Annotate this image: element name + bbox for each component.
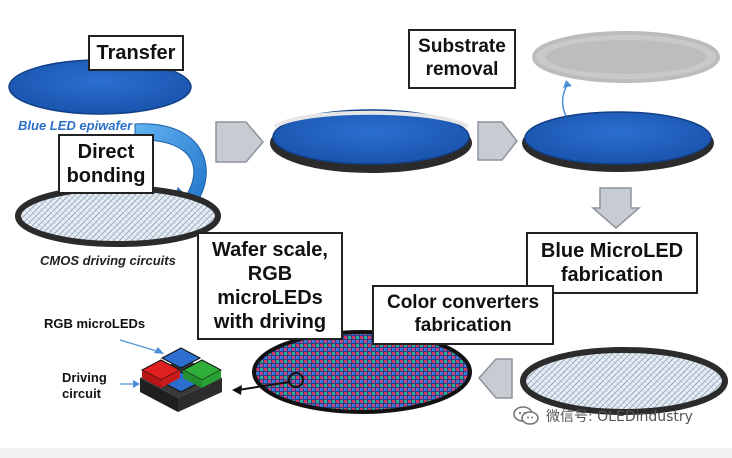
wechat-icon (513, 406, 539, 425)
blue-microled-label-line2: fabrication (560, 264, 664, 286)
blue-microled-label-line1: Blue MicroLED (540, 240, 684, 262)
direct-bonding-label-line2: bonding (66, 165, 146, 187)
bonded-wafer-rim (273, 110, 470, 129)
wafer-scale-label-box: Wafer scale, RGB microLEDs with driving (197, 232, 343, 340)
watermark: 微信号: OLEDindustry (512, 405, 693, 427)
thinned-wafer (524, 111, 712, 165)
color-converters-label-line1: Color converters (386, 292, 540, 314)
color-converters-label-box: Color converters fabrication (372, 285, 554, 345)
wafer-scale-label-line3: microLEDs (217, 287, 323, 309)
substrate-removal-label-line2: removal (425, 59, 499, 80)
removed-substrate-inner (546, 40, 706, 74)
cmos-wafer (15, 185, 221, 247)
transfer-label: Transfer (96, 42, 176, 64)
step-arrow-1 (215, 121, 264, 163)
watermark-text: 微信号: OLEDindustry (546, 409, 693, 425)
rgb-wafer (252, 330, 472, 414)
substrate-removal-label-box: Substrate removal (408, 29, 516, 89)
bottom-bar (0, 448, 732, 458)
wafer-scale-label-line4: with driving (213, 311, 327, 333)
zoom-circle (288, 372, 304, 388)
wafer-scale-label-line1: Wafer scale, (212, 239, 328, 261)
driving-circuit-label-line2: circuit (62, 386, 102, 402)
cmos-driving-label: CMOS driving circuits (40, 253, 176, 268)
direct-bonding-label-box: Direct bonding (58, 134, 154, 194)
pixel-cube (140, 347, 223, 412)
rgb-microleds-label: RGB microLEDs (44, 316, 146, 331)
driving-pointer-head (133, 380, 140, 388)
color-converters-label-line2: fabrication (414, 315, 512, 336)
microled-wafer (520, 347, 728, 415)
step-arrow-2 (477, 121, 518, 161)
wafer-scale-label-line2: RGB (247, 263, 293, 285)
removal-arrow-head (563, 80, 572, 88)
rgb-pointer (119, 339, 161, 353)
driving-circuit-label: Driving circuit (62, 370, 107, 403)
substrate-removal-label-line1: Substrate (418, 36, 506, 58)
step-arrow-left (478, 358, 513, 399)
transfer-label-box: Transfer (88, 35, 184, 71)
blue-microled-label-box: Blue MicroLED fabrication (526, 232, 698, 294)
driving-circuit-label-line1: Driving (62, 370, 107, 385)
rgb-pointer-head (154, 347, 164, 354)
direct-bonding-label-line1: Direct (77, 141, 135, 163)
step-arrow-down (590, 187, 642, 229)
pixel-blue-top (160, 347, 202, 369)
zoom-arrow-head (232, 385, 242, 395)
blue-led-epiwafer-label: Blue LED epiwafer (18, 118, 133, 133)
bonded-wafer (272, 109, 470, 165)
zoom-line (237, 381, 290, 391)
